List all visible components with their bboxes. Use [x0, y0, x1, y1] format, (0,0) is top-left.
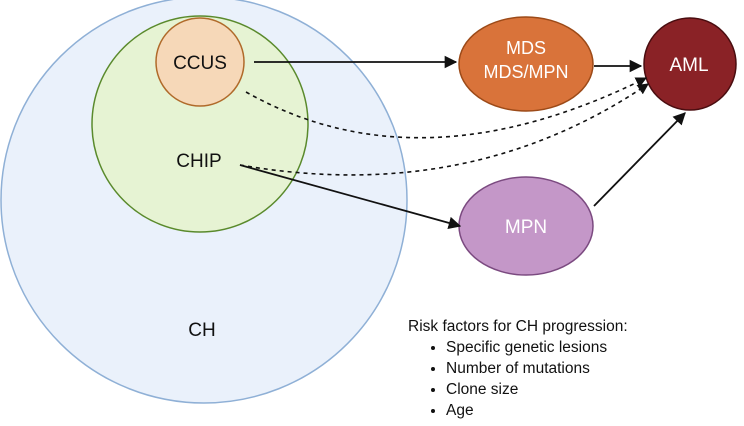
- ch-label: CH: [188, 320, 215, 341]
- dashed-arrow-chip-to-aml: [239, 83, 649, 176]
- aml-node: [643, 17, 737, 111]
- mpn-label: MPN: [505, 217, 547, 238]
- aml-label: AML: [669, 55, 708, 76]
- arrow-chip-to-mpn: [239, 164, 462, 230]
- risk-factor-item: Number of mutations: [446, 358, 628, 379]
- arrow-mpn-to-aml: [593, 112, 686, 207]
- risk-factors-title: Risk factors for CH progression:: [408, 318, 628, 335]
- chip-label: CHIP: [176, 151, 221, 172]
- mds-label-line2: MDS/MPN: [484, 62, 569, 82]
- risk-factor-item: Age: [446, 400, 628, 421]
- dashed-arrow-ccus-to-aml: [245, 77, 648, 139]
- risk-factor-item: Clone size: [446, 379, 628, 400]
- ccus-label: CCUS: [173, 53, 227, 74]
- ccus-circle: [155, 17, 245, 107]
- risk-factors-box: Risk factors for CH progression: Specifi…: [408, 316, 628, 421]
- mds-label-line1: MDS: [506, 38, 546, 58]
- risk-factors-list: Specific genetic lesions Number of mutat…: [408, 337, 628, 421]
- risk-factor-item: Specific genetic lesions: [446, 337, 628, 358]
- chip-circle: [91, 15, 309, 233]
- mds-node: [458, 16, 594, 112]
